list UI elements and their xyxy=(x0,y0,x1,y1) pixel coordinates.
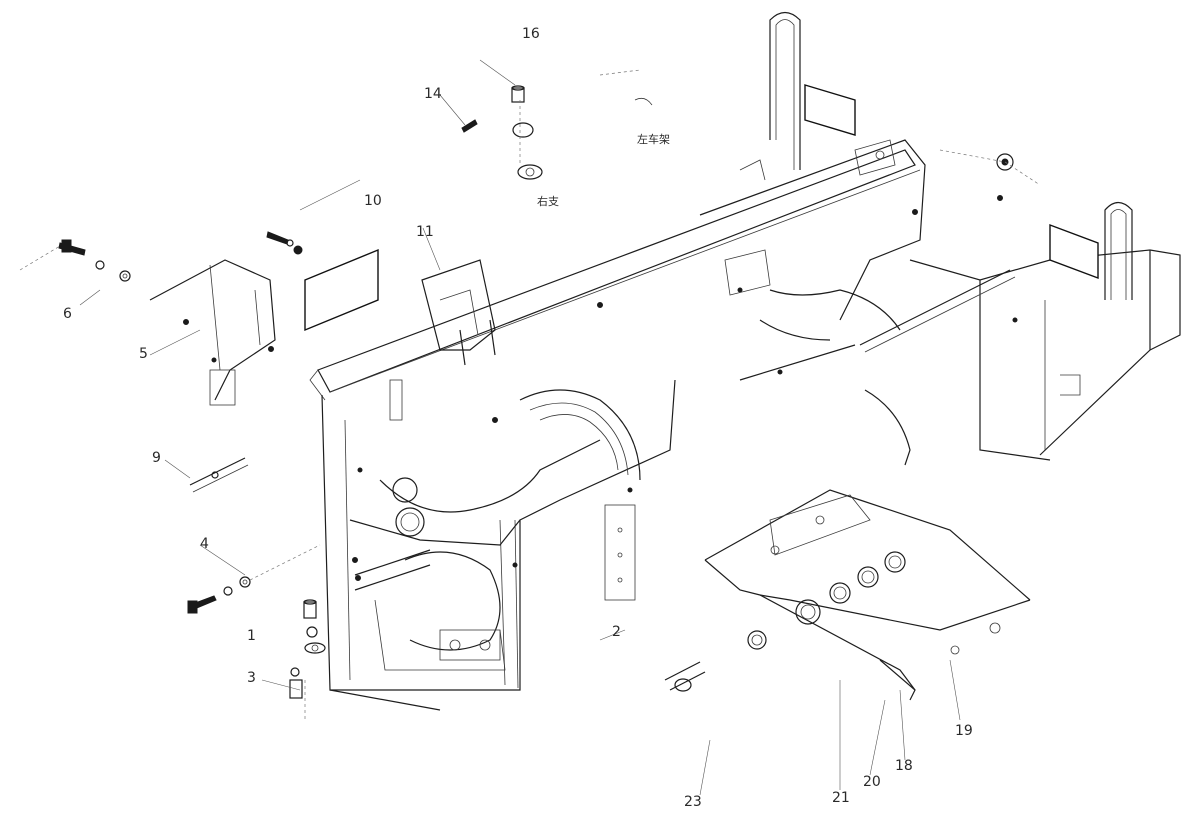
callout-11: 11 xyxy=(416,224,434,240)
callout-6: 6 xyxy=(63,306,72,322)
notes: 左车架 右支 xyxy=(537,132,670,208)
callout-5: 5 xyxy=(139,346,148,362)
fastener-set-upper-left xyxy=(19,231,303,282)
pivot-bracket xyxy=(664,489,1031,701)
rear-frame xyxy=(699,11,1181,466)
cover-plate-10 xyxy=(304,248,379,332)
callout-labels: 16 14 10 11 6 5 9 4 1 3 2 19 18 20 21 23 xyxy=(63,26,973,810)
callout-9: 9 xyxy=(152,450,161,466)
callout-4: 4 xyxy=(200,536,209,552)
callout-20: 20 xyxy=(863,774,881,790)
fastener-set-lower-left xyxy=(187,544,326,720)
callout-16: 16 xyxy=(522,26,540,42)
leader-lines xyxy=(79,59,961,796)
callout-2: 2 xyxy=(612,624,621,640)
left-bracket xyxy=(149,259,276,406)
callout-18: 18 xyxy=(895,758,913,774)
top-hardware xyxy=(461,69,653,180)
main-frame xyxy=(309,149,921,711)
callout-23: 23 xyxy=(684,794,702,810)
note-right-support: 右支 xyxy=(537,194,559,208)
note-left-frame: 左车架 xyxy=(637,132,670,146)
callout-19: 19 xyxy=(955,723,973,739)
rod-part-9 xyxy=(189,457,249,493)
callout-1: 1 xyxy=(247,628,256,644)
callout-10: 10 xyxy=(364,193,382,209)
callout-3: 3 xyxy=(247,670,256,686)
callout-21: 21 xyxy=(832,790,850,806)
callout-14: 14 xyxy=(424,86,442,102)
